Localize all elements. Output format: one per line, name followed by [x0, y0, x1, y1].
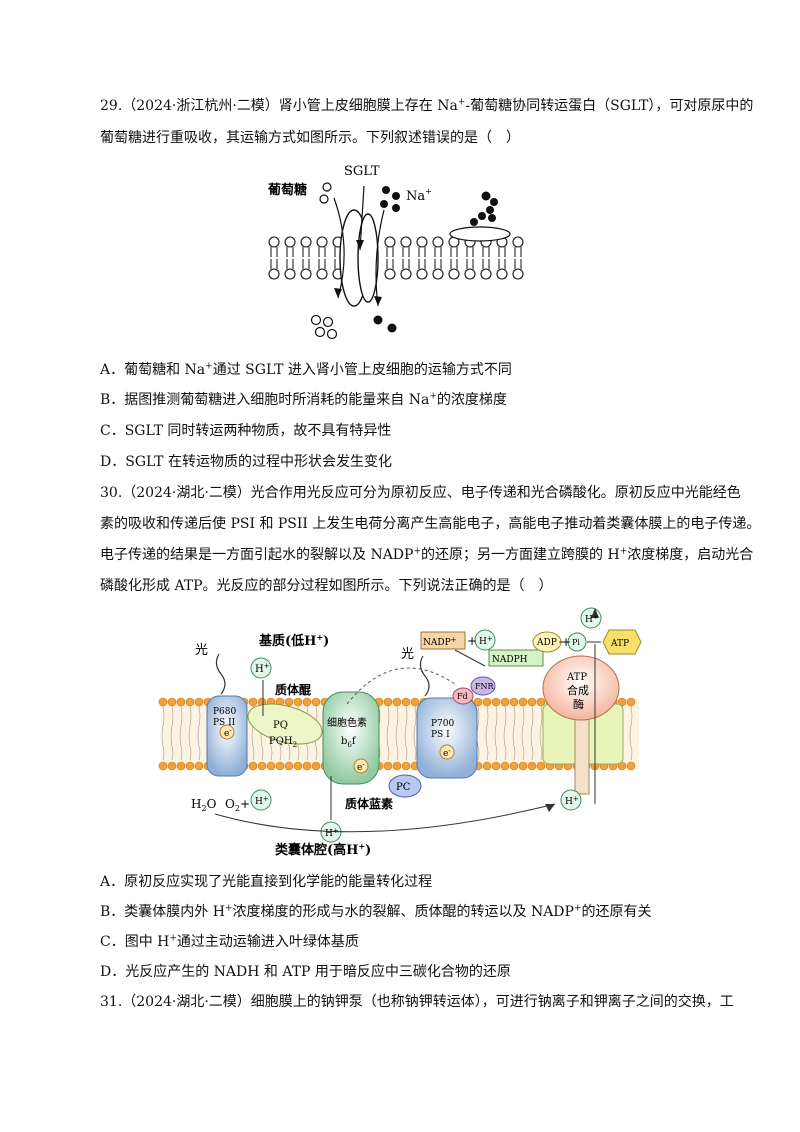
- h2o-text: H2O: [191, 797, 217, 813]
- lumen-label: 类囊体腔(高H+): [275, 841, 371, 858]
- q30-stem-line1: 30.（2024·湖北·二模）光合作用光反应可分为原初反应、电子传递和光合磷酸化…: [100, 485, 741, 501]
- q30-option-a[interactable]: A．原初反应实现了光能直接到化学能的能量转化过程: [100, 874, 433, 890]
- q30-stem-line4: 磷酸化形成 ATP。光反应的部分过程如图所示。下列说法正确的是（ ）: [100, 578, 553, 594]
- pq-label: 质体醌: [275, 682, 311, 697]
- pc-text: PC: [396, 782, 411, 793]
- light-label-2: 光: [401, 647, 414, 662]
- stroma-label: 基质(低H+): [258, 632, 329, 649]
- cyt-label: 细胞色素: [327, 716, 367, 729]
- glucose-label: 葡萄糖: [267, 182, 307, 198]
- nadph-text: NADPH: [492, 655, 528, 665]
- sglt-figure: SGLT 葡萄糖 Na+: [267, 164, 524, 340]
- p680-label: P680: [213, 707, 237, 717]
- light-label-1: 光: [195, 643, 208, 658]
- p700-label: P700: [431, 719, 455, 729]
- light-reaction-figure: 基质(低H+) 光 光 H+ 质体醌 P680 PS II e- PQ PQH2…: [158, 607, 642, 858]
- atp-text: ATP: [610, 639, 629, 649]
- q29-option-b[interactable]: B．据图推测葡萄糖进入细胞时所消耗的能量来自 Na+的浓度梯度: [100, 391, 507, 408]
- h-label-1: H+: [255, 662, 270, 675]
- ps1-label: PS I: [431, 730, 450, 740]
- q30-stem-line3: 电子传递的结果是一方面引起水的裂解以及 NADP+的还原；另一方面建立跨膜的 H…: [100, 546, 754, 563]
- q29-option-c[interactable]: C．SGLT 同时转运两种物质，故不具有特异性: [100, 423, 392, 439]
- q30-option-d[interactable]: D．光反应产生的 NADH 和 ATP 用于暗反应中三碳化合物的还原: [100, 964, 511, 980]
- h-label-6: H+: [565, 795, 579, 807]
- sglt-label: SGLT: [344, 164, 380, 179]
- q31-stem-line1: 31.（2024·湖北·二模）细胞膜上的钠钾泵（也称钠钾转运体），可进行钠离子和…: [100, 994, 734, 1010]
- h-label-5: H+: [325, 827, 339, 839]
- pc-label: 质体蓝素: [345, 796, 393, 811]
- h-label-3: H+: [585, 613, 599, 625]
- fnr-text: FNR: [475, 682, 495, 691]
- q29-option-d[interactable]: D．SGLT 在转运物质的过程中形状会发生变化: [100, 454, 392, 470]
- h-label-2: H+: [479, 635, 493, 647]
- nadp-text: NADP+: [423, 636, 457, 648]
- q29-option-a[interactable]: A．葡萄糖和 Na+通过 SGLT 进入肾小管上皮细胞的运输方式不同: [100, 361, 512, 378]
- e-label-1: e-: [224, 727, 232, 739]
- q30-stem-line2: 素的吸收和传递后使 PSI 和 PSII 上发生电荷分离产生高能电子，高能电子推…: [100, 516, 761, 532]
- pq-text: PQ: [273, 720, 288, 731]
- na-label: Na+: [406, 187, 432, 204]
- pqh2-text: PQH2: [269, 736, 297, 749]
- pi-text: Pi: [572, 638, 580, 647]
- adp-text: ADP: [536, 638, 557, 648]
- q30-option-b[interactable]: B．类囊体膜内外 H+浓度梯度的形成与水的裂解、质体醌的转运以及 NADP+的还…: [100, 903, 652, 920]
- o2-text: O2+: [225, 797, 250, 813]
- atp-synthase-2: 合成: [567, 683, 589, 697]
- ps2-label: PS II: [213, 718, 236, 728]
- atp-synthase-1: ATP: [566, 672, 587, 683]
- q29-stem-line2: 葡萄糖进行重吸收，其运输方式如图所示。下列叙述错误的是（ ）: [100, 130, 520, 146]
- plus-1: +: [467, 634, 477, 648]
- h-label-4: H+: [255, 795, 269, 807]
- atp-synthase-3: 酶: [573, 698, 584, 711]
- q29-stem-line1: 29.（2024·浙江杭州·二模）肾小管上皮细胞膜上存在 Na+-葡萄糖协同转运…: [100, 97, 754, 114]
- fd-text: Fd: [457, 692, 468, 701]
- b6f-label: b6f: [341, 736, 357, 749]
- e-label-2: e-: [357, 761, 365, 773]
- q30-option-c[interactable]: C．图中 H+通过主动运输进入叶绿体基质: [100, 933, 359, 950]
- plus-2: +: [561, 635, 571, 649]
- e-label-3: e-: [443, 747, 451, 759]
